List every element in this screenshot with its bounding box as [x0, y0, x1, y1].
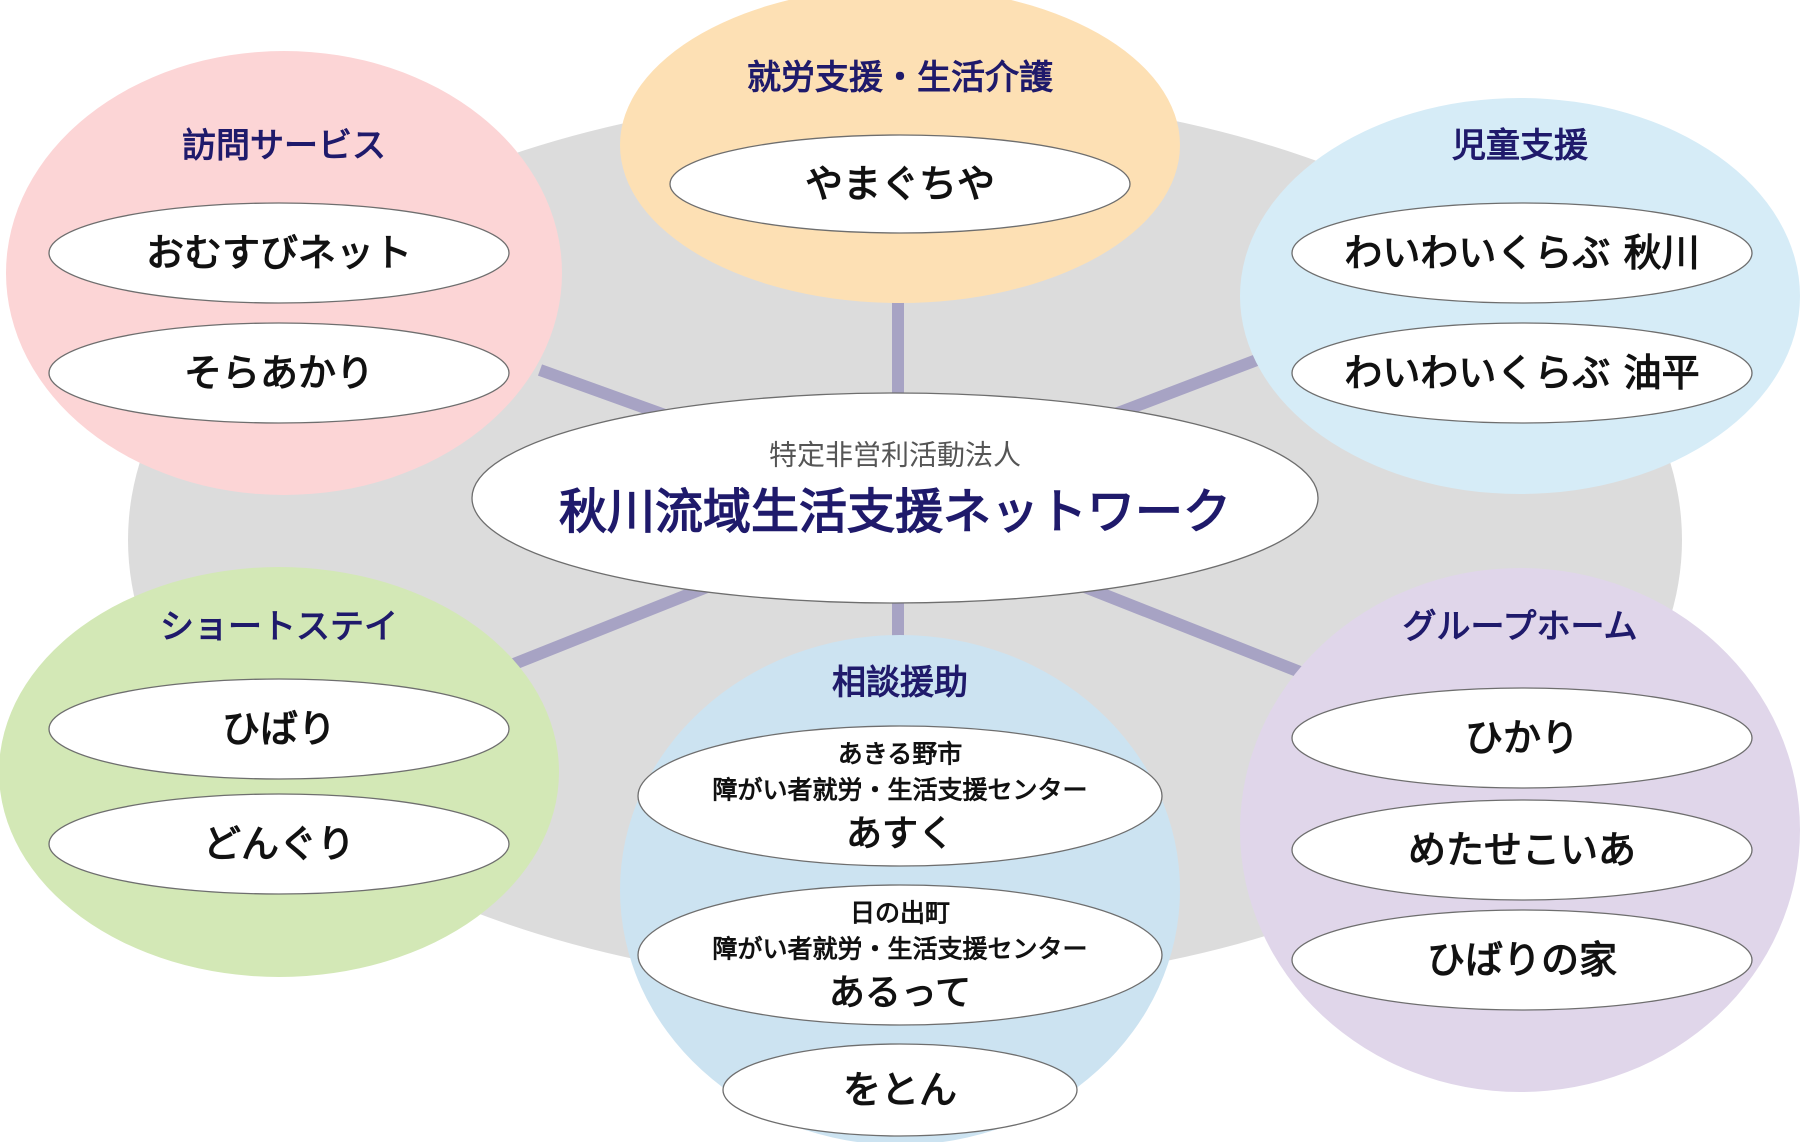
service-item: ひばりの家: [1291, 909, 1753, 1011]
service-item-descriptor: 日の出町: [850, 899, 950, 928]
service-item-name: めたせこいあ: [1408, 828, 1636, 872]
service-item-name: わいわいくらぶ 秋川: [1344, 231, 1699, 275]
service-item-ellipse: [48, 202, 510, 304]
service-item: どんぐり: [48, 793, 510, 895]
center-organization: 特定非営利活動法人 秋川流域生活支援ネットワーク: [471, 392, 1319, 604]
service-item: やまぐちや: [669, 134, 1131, 234]
service-item-name: ひばりの家: [1427, 938, 1617, 982]
service-item-name: わいわいくらぶ 油平: [1344, 351, 1699, 395]
service-item: ひかり: [1291, 687, 1753, 789]
group-title: グループホーム: [1403, 607, 1638, 647]
service-item: おむすびネット: [48, 202, 510, 304]
service-item-ellipse: [48, 322, 510, 424]
service-item: をとん: [722, 1043, 1078, 1137]
service-item: わいわいくらぶ 油平: [1291, 322, 1753, 424]
service-item-descriptor: 障がい者就労・生活支援センター: [712, 935, 1087, 964]
service-item-ellipse: [722, 1043, 1078, 1137]
service-item: そらあかり: [48, 322, 510, 424]
service-item-ellipse: [1291, 322, 1753, 424]
service-item-name: そらあかり: [184, 351, 374, 395]
service-item-name: あるって: [829, 973, 971, 1014]
service-item-ellipse: [637, 884, 1163, 1026]
group-title: 相談援助: [832, 663, 968, 703]
organization-title: 秋川流域生活支援ネットワーク: [559, 484, 1231, 540]
service-item-name: あすく: [846, 814, 954, 855]
service-item-ellipse: [1291, 799, 1753, 901]
service-item-ellipse: [1291, 687, 1753, 789]
group-title: 児童支援: [1452, 126, 1589, 166]
service-item-name: やまぐちや: [805, 162, 995, 206]
service-item-ellipse: [48, 678, 510, 780]
group-title: ショートステイ: [160, 607, 398, 647]
group-title: 訪問サービス: [182, 126, 386, 166]
service-item: わいわいくらぶ 秋川: [1291, 202, 1753, 304]
service-item-descriptor: 障がい者就労・生活支援センター: [712, 776, 1087, 805]
service-item-name: どんぐり: [203, 822, 355, 866]
service-item-ellipse: [1291, 202, 1753, 304]
group-consult: 相談援助あきる野市障がい者就労・生活支援センターあすく日の出町障がい者就労・生活…: [620, 635, 1180, 1142]
service-item-name: ひばり: [222, 707, 336, 751]
group-title: 就労支援・生活介護: [747, 58, 1054, 98]
service-item-name: ひかり: [1465, 716, 1579, 760]
service-item-name: おむすびネット: [146, 231, 412, 275]
service-item-ellipse: [669, 134, 1131, 234]
service-item-ellipse: [48, 793, 510, 895]
organization-subtitle: 特定非営利活動法人: [769, 439, 1021, 472]
service-item: ひばり: [48, 678, 510, 780]
service-item: めたせこいあ: [1291, 799, 1753, 901]
center-ellipse: [471, 392, 1319, 604]
service-item-ellipse: [637, 725, 1163, 867]
service-item-name: をとん: [843, 1068, 957, 1112]
service-item-ellipse: [1291, 909, 1753, 1011]
service-item-descriptor: あきる野市: [838, 740, 963, 769]
